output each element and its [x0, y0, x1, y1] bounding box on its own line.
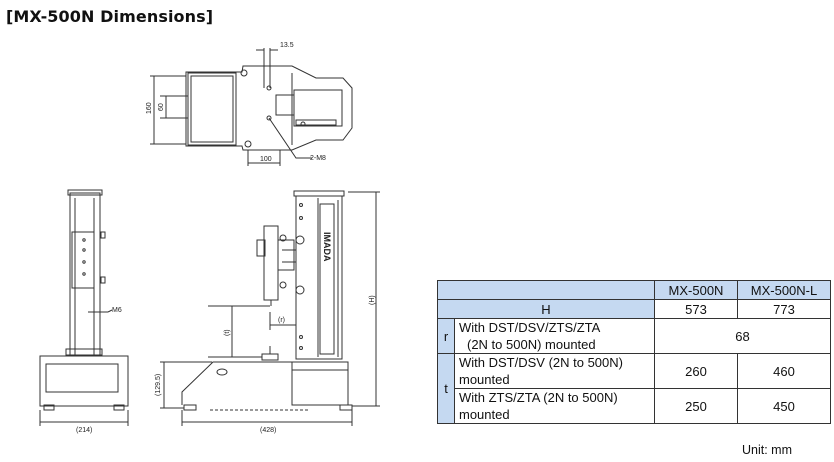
cell-value: 573 [654, 299, 738, 319]
dim-160: 160 [146, 102, 153, 114]
cell-value: 68 [654, 318, 831, 354]
dim-m6: M6 [112, 307, 122, 314]
dim-r: (r) [278, 317, 285, 324]
cell-value: 260 [654, 353, 738, 389]
row-symbol-r: r [437, 318, 455, 354]
table-header-row: MX-500N MX-500N-L [437, 280, 831, 300]
dim-60: 60 [158, 103, 165, 111]
table-row: H 573 773 [437, 299, 831, 319]
dim-428: (428) [260, 427, 276, 434]
page-title: [MX-500N Dimensions] [6, 7, 214, 26]
front-view [39, 189, 129, 426]
dim-129-5: (129.5) [155, 374, 162, 396]
row-symbol-t: t [437, 353, 455, 424]
dimension-table: MX-500N MX-500N-L H 573 773 r With DST/D… [437, 280, 831, 424]
dim-100: 100 [260, 156, 272, 163]
dim-t: (t) [224, 329, 231, 336]
row-label-h: H [437, 299, 655, 319]
unit-note: Unit: mm [742, 443, 792, 457]
table-row: t With DST/DSV (2N to 500N) mounted 260 … [437, 353, 831, 424]
side-view [160, 190, 380, 426]
top-view [150, 48, 353, 166]
model-header: MX-500N-L [737, 280, 831, 300]
dim-13-5: 13.5 [280, 42, 294, 49]
dim-214: (214) [76, 427, 92, 434]
dim-2-m8: 2-M8 [310, 155, 326, 162]
row-label-t: With ZTS/ZTA (2N to 500N) mounted [454, 388, 655, 424]
cell-value: 450 [737, 388, 831, 424]
table-row: r With DST/DSV/ZTS/ZTA (2N to 500N) moun… [437, 318, 831, 354]
model-header: MX-500N [654, 280, 738, 300]
brand-logo: IMADA [322, 232, 332, 262]
row-label-t: With DST/DSV (2N to 500N) mounted [454, 353, 655, 389]
cell-value: 460 [737, 353, 831, 389]
row-label-r: With DST/DSV/ZTS/ZTA (2N to 500N) mounte… [454, 318, 655, 354]
cell-value: 773 [737, 299, 831, 319]
cell-value: 250 [654, 388, 738, 424]
dim-h: (H) [369, 295, 376, 305]
table-row: With ZTS/ZTA (2N to 500N) mounted 250 45… [438, 388, 831, 424]
